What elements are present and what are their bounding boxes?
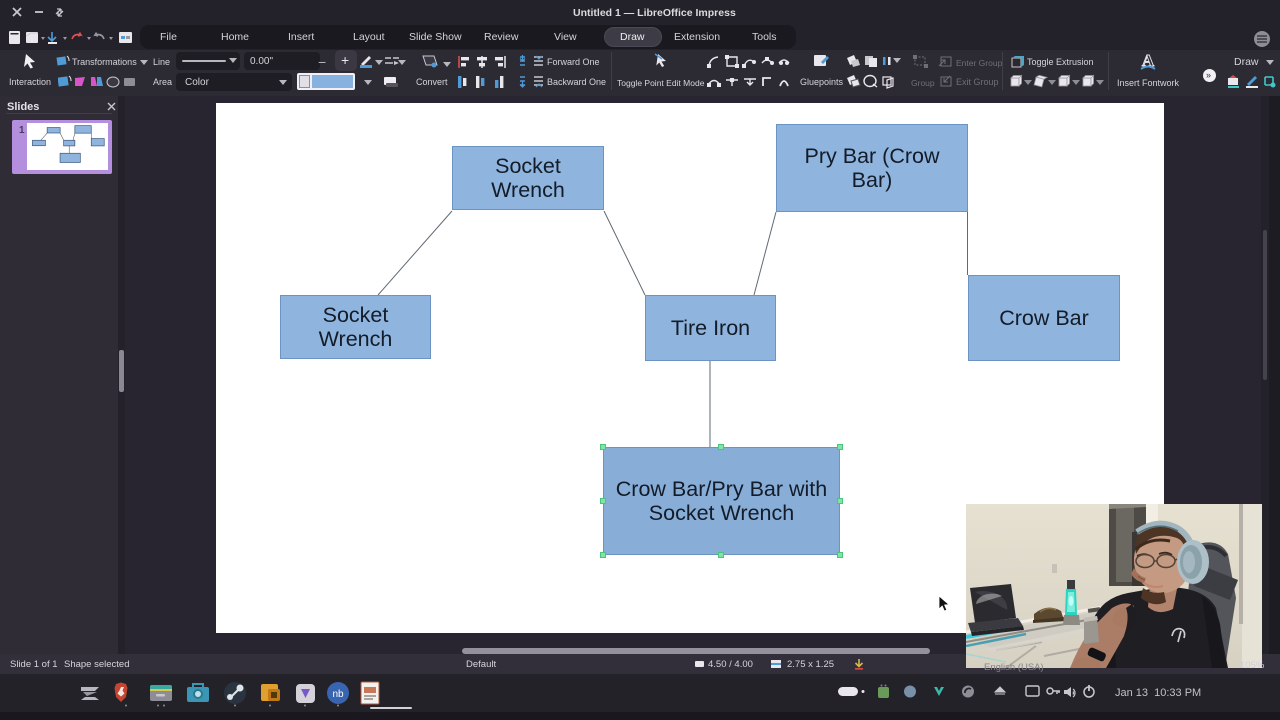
svg-text:nb: nb (332, 689, 344, 700)
svg-text:A: A (1142, 52, 1155, 70)
